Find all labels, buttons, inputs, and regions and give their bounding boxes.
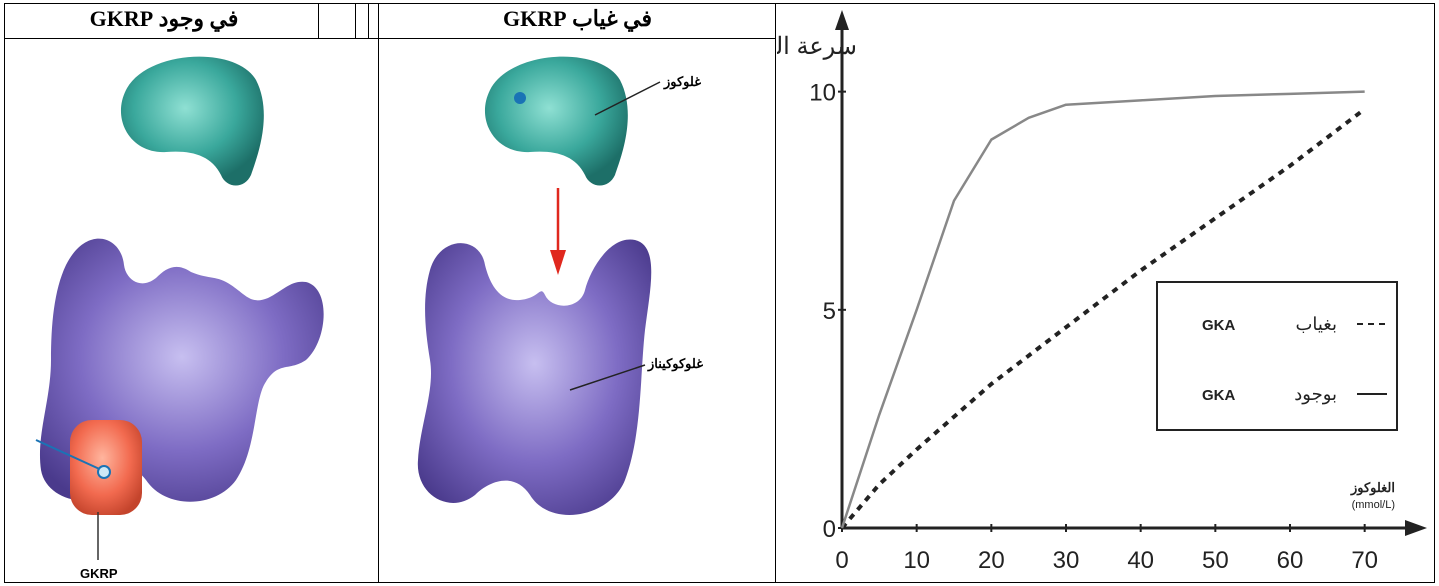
legend-presence-text: بوجود [1294, 384, 1337, 405]
gkrp-binding-site [97, 465, 111, 479]
x-tick-label: 20 [978, 547, 1005, 574]
y-axis-label: سرعة النشاط الأنزيمي(و.ت) [777, 30, 857, 60]
gkrp-label: GKRP [80, 566, 118, 581]
activity-chart: 0 10 20 30 40 50 60 70 0 5 10 سرعة النشاط الأنزيمي… [777, 10, 1427, 574]
y-tick-label: 0 [823, 516, 836, 543]
header-with-gkrp: في وجود GKRP [89, 6, 239, 31]
chart-ticks: 0 10 20 30 40 50 60 70 0 5 10 [809, 80, 1378, 574]
gkrp-bond-line [35, 439, 107, 473]
x-tick-label: 60 [1277, 547, 1304, 574]
series-absence-line [840, 107, 1366, 530]
y-tick-label: 5 [823, 298, 836, 325]
x-tick-label: 40 [1127, 547, 1154, 574]
glucose-site-dot [514, 92, 526, 104]
table-outer-border [4, 3, 1435, 583]
glucose-label: غلوكوز [664, 74, 702, 89]
x-tick-label: 30 [1053, 547, 1080, 574]
glucokinase-label: غلوكوكيناز [648, 356, 703, 371]
legend-absence-enzyme: GKA [1202, 317, 1236, 334]
legend-box: بغياب GKA بوجود GKA [1156, 281, 1398, 431]
header-sub-line-3 [368, 3, 369, 39]
header-sub-line-2 [355, 3, 356, 39]
binding-arrow-head [550, 250, 566, 275]
cell-divider-1 [378, 3, 379, 583]
glucose-pointer-line [594, 81, 661, 116]
glucose-shape [484, 56, 628, 186]
glucokinase-pointer-line [569, 364, 646, 391]
x-axis-arrow [1405, 520, 1427, 536]
with-gkrp-illustration [35, 56, 324, 560]
chart-series [840, 90, 1366, 530]
glucokinase-shape [417, 239, 652, 515]
x-axis-label: الغلوكوز [1350, 480, 1395, 496]
x-tick-label: 0 [835, 547, 848, 574]
x-tick-label: 10 [903, 547, 930, 574]
legend-presence-enzyme: GKA [1202, 387, 1236, 404]
chart-axes [835, 10, 1427, 536]
header-row-line [4, 38, 776, 39]
legend-absence-text: بغياب [1295, 314, 1337, 334]
series-presence-line [840, 90, 1365, 529]
y-axis-arrow [835, 10, 849, 30]
cell-divider-2 [775, 3, 776, 583]
x-axis-unit: (mmol/L) [1352, 499, 1395, 511]
x-tick-label: 70 [1351, 547, 1378, 574]
header-sub-line-1 [318, 3, 319, 39]
without-gkrp-illustration [417, 56, 661, 515]
x-tick-label: 50 [1202, 547, 1229, 574]
y-tick-label: 10 [809, 80, 836, 107]
glucose-shape [120, 56, 264, 186]
header-without-gkrp: في غياب GKRP [503, 6, 652, 31]
